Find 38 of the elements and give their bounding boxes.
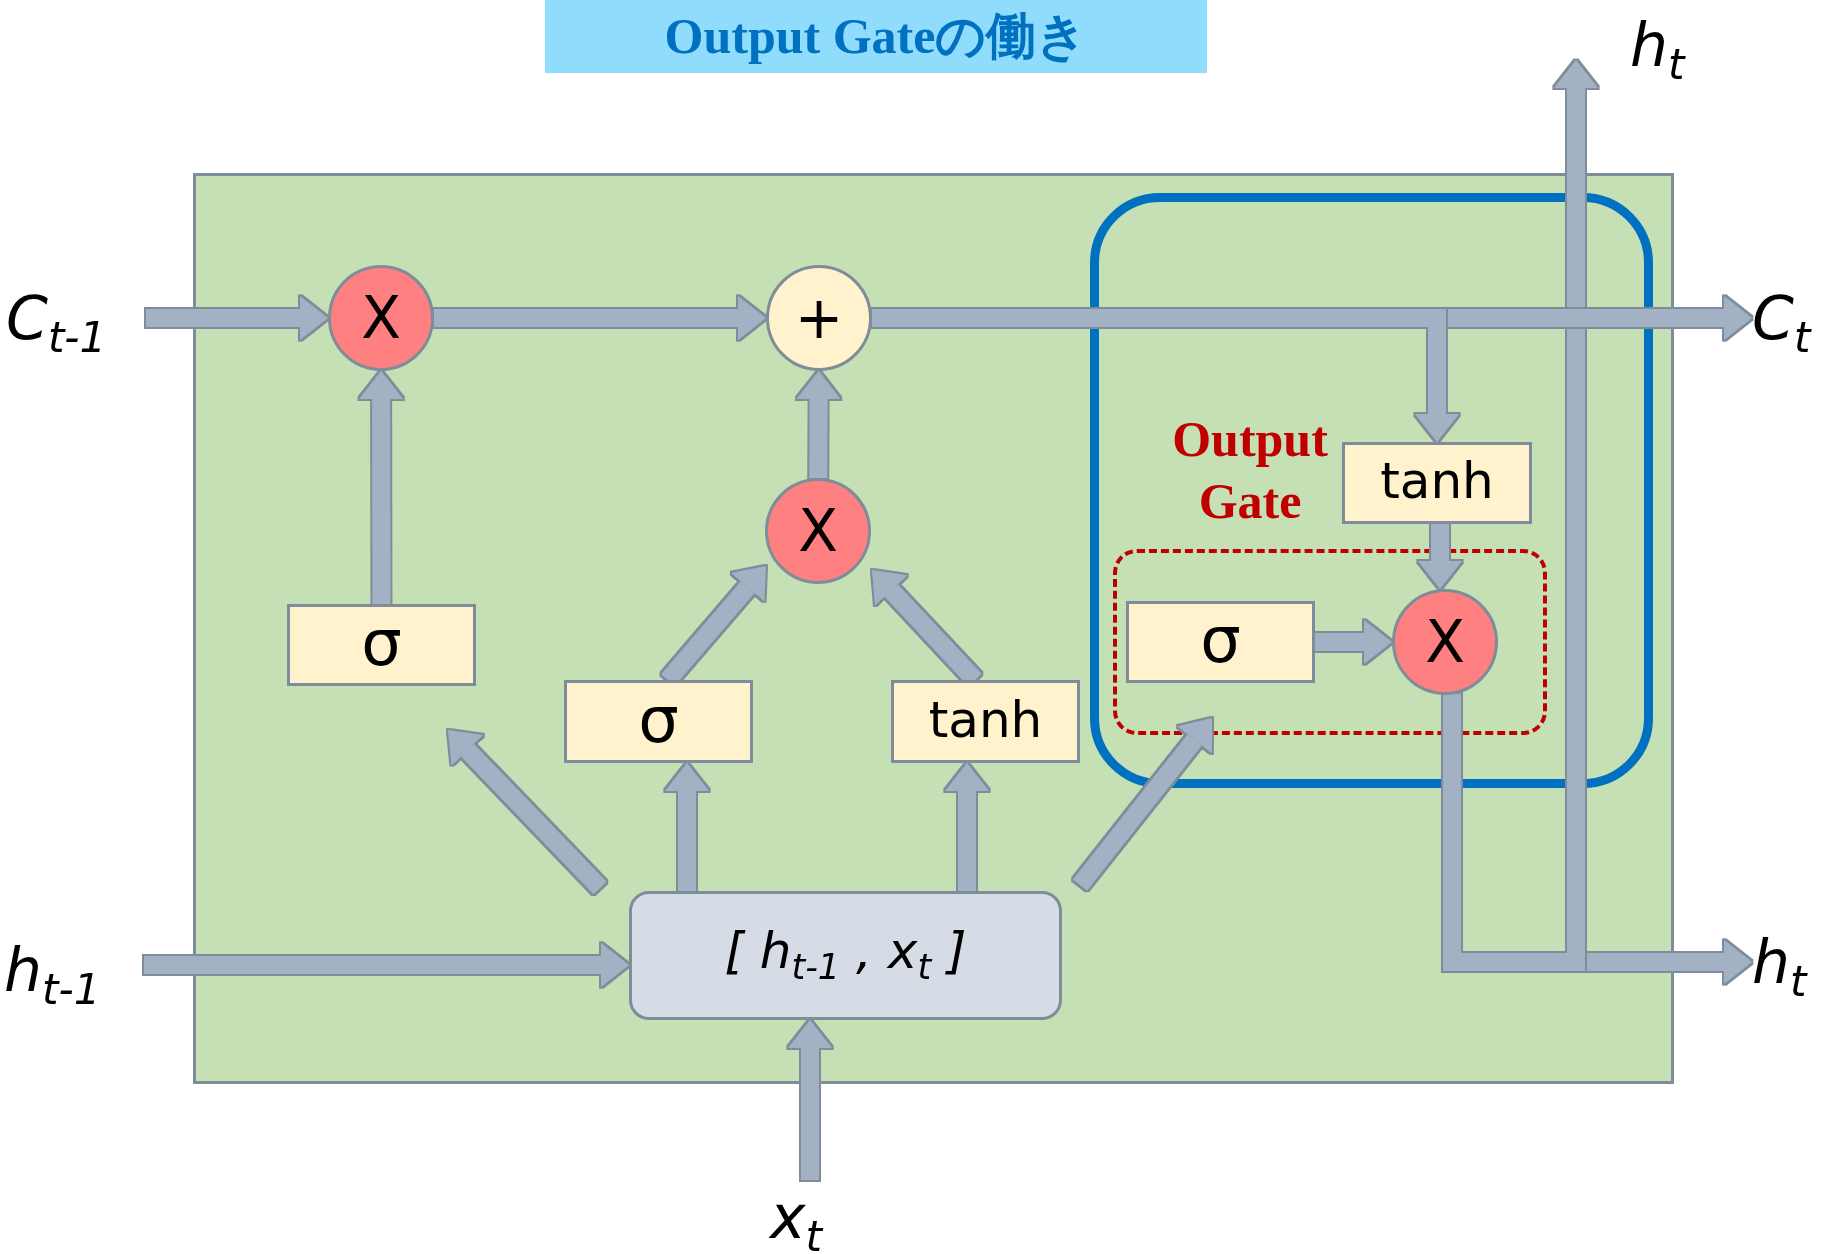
operator-symbol: X — [798, 502, 838, 560]
variable-label: h$_{t}$ — [1630, 2, 1720, 88]
gate-heading: Output Gate — [1171, 410, 1329, 531]
cell-panel — [193, 173, 1674, 1084]
variable-label: C$_{t}$ — [1752, 278, 1836, 358]
arrow — [1072, 718, 1212, 891]
arrow — [1418, 524, 1462, 589]
vector-label: [ h$_{t-1}$ , x$_{t}$ ] — [724, 926, 967, 985]
concat-box — [629, 891, 1062, 1020]
function-label: tanh — [928, 694, 1043, 745]
function-label: σ — [361, 611, 402, 675]
operator-symbol: X — [1425, 613, 1465, 671]
arrow — [796, 371, 841, 479]
arrow — [448, 730, 607, 895]
function-box — [1342, 442, 1532, 524]
function-box — [1126, 601, 1315, 683]
title: Output Gateの働き — [664, 7, 1088, 66]
function-label: tanh — [1380, 456, 1494, 506]
arrow — [359, 371, 404, 605]
variable-label: h$_{t}$ — [1752, 920, 1836, 1004]
function-label: σ — [1200, 608, 1241, 672]
operator-symbol: + — [794, 289, 844, 347]
arrow — [788, 1020, 832, 1180]
arrow — [434, 296, 766, 340]
function-box — [891, 680, 1080, 763]
arrow — [665, 763, 709, 891]
arrow — [1315, 620, 1392, 664]
variable-label: x$_{t}$ — [770, 1180, 870, 1254]
function-label: σ — [638, 687, 679, 752]
function-box — [564, 680, 753, 763]
function-box — [287, 604, 476, 686]
arrow — [146, 296, 328, 340]
variable-label: C$_{t-1}$ — [6, 278, 146, 358]
arrow — [945, 763, 989, 891]
highlight-frame — [1090, 193, 1653, 788]
arrow — [144, 943, 629, 987]
operator-symbol: X — [361, 289, 401, 347]
variable-label: h$_{t-1}$ — [4, 925, 144, 1015]
